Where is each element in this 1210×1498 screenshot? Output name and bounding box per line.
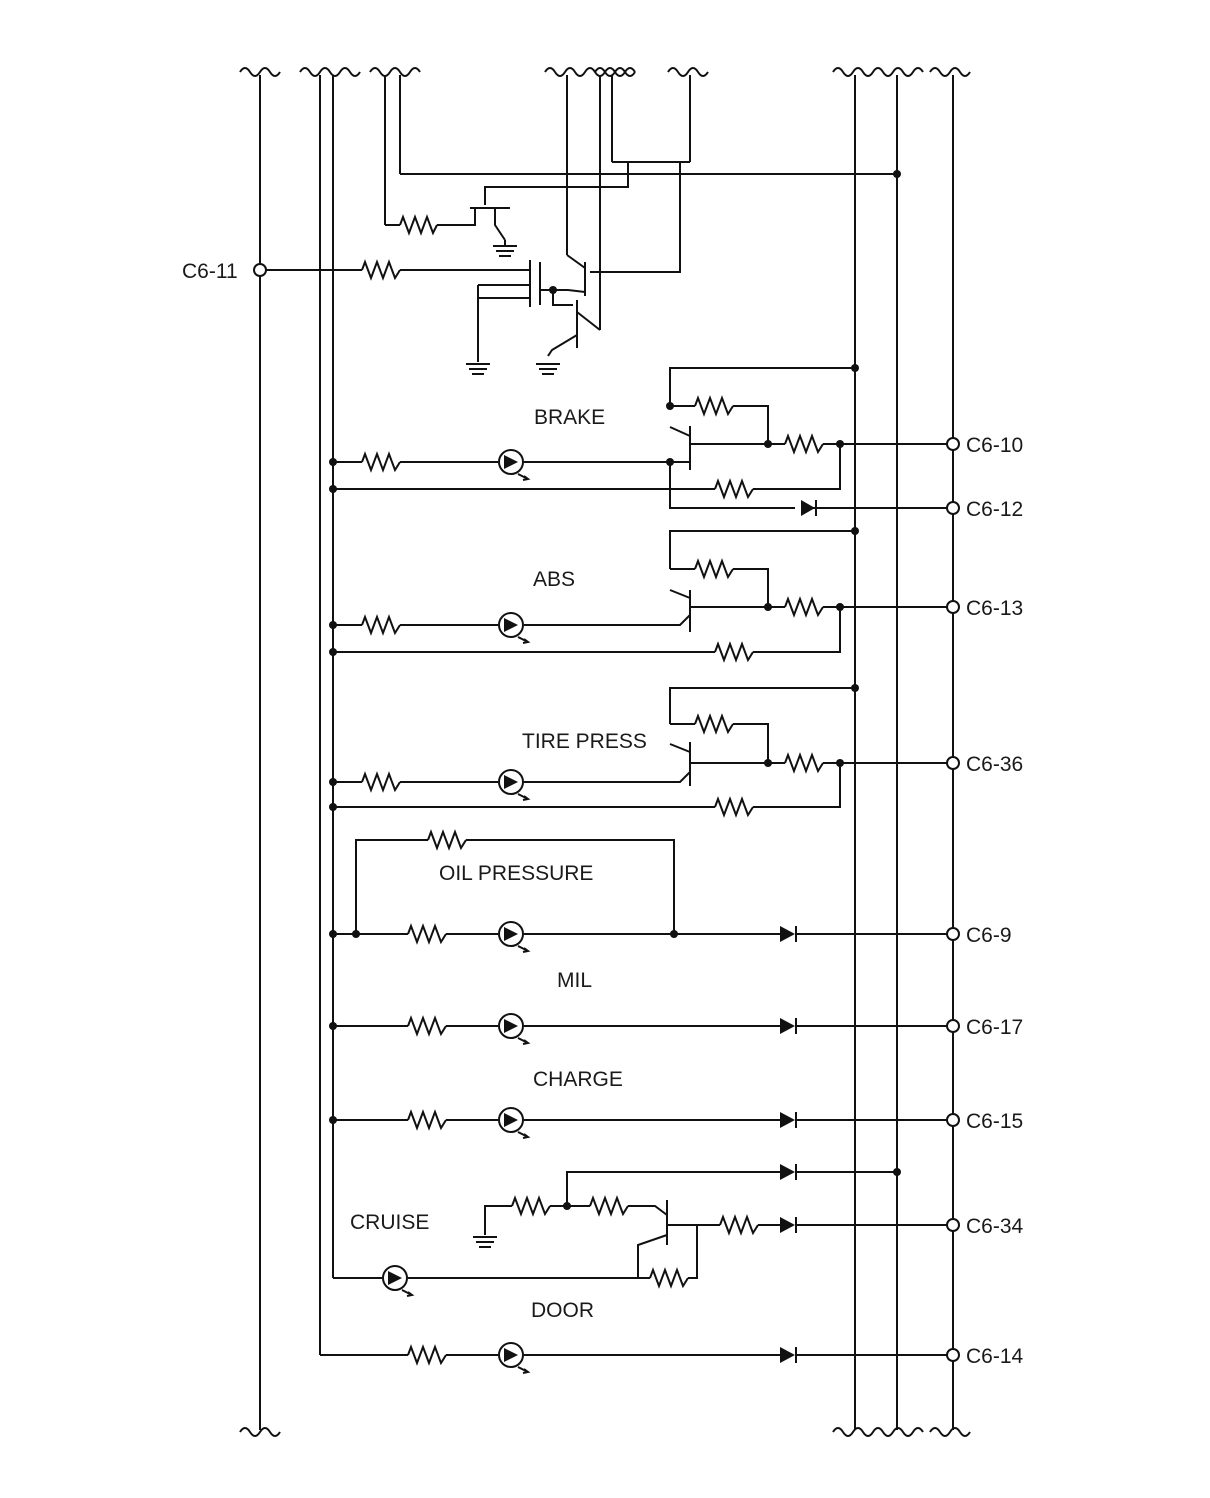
indicator-labels: BRAKE ABS TIRE PRESS OIL PRESSURE MIL CH… [350, 406, 647, 1322]
driver-circuit [260, 161, 901, 375]
mil-circuit [329, 1013, 953, 1045]
terminal-c6-14 [946, 1348, 960, 1362]
terminal-c6-12 [946, 501, 960, 515]
terminal-label-c6-15: C6-15 [966, 1110, 1023, 1133]
terminal-label-c6-17: C6-17 [966, 1016, 1023, 1039]
terminal-label-c6-11: C6-11 [182, 260, 238, 283]
brake-circuit [329, 364, 953, 516]
label-cruise: CRUISE [350, 1211, 429, 1234]
terminal-label-c6-13: C6-13 [966, 597, 1023, 620]
terminal-c6-15 [946, 1113, 960, 1127]
terminal-c6-34 [946, 1218, 960, 1232]
label-door: DOOR [531, 1299, 594, 1322]
terminal-c6-36 [946, 756, 960, 770]
terminal-labels: C6-11 C6-10 C6-12 C6-13 C6-36 C6-9 C6-17… [182, 260, 1024, 1368]
label-brake: BRAKE [534, 406, 605, 429]
connector-terminals [253, 263, 960, 1362]
cruise-circuit [333, 1164, 953, 1297]
tire-press-circuit [329, 684, 953, 818]
terminal-c6-10 [946, 437, 960, 451]
terminal-label-c6-36: C6-36 [966, 753, 1023, 776]
bus-lines [259, 75, 954, 1430]
break-marks [239, 67, 971, 1437]
label-charge: CHARGE [533, 1068, 623, 1091]
label-oil-pressure: OIL PRESSURE [439, 862, 593, 885]
abs-circuit [329, 527, 953, 663]
terminal-label-c6-9: C6-9 [966, 924, 1012, 947]
terminal-label-c6-14: C6-14 [966, 1345, 1024, 1368]
terminal-c6-9 [946, 927, 960, 941]
oil-pressure-circuit [329, 829, 953, 953]
door-circuit [320, 1342, 953, 1374]
label-tire-press: TIRE PRESS [522, 730, 647, 753]
label-mil: MIL [557, 969, 592, 992]
terminal-c6-13 [946, 600, 960, 614]
label-abs: ABS [533, 568, 575, 591]
charge-circuit [329, 1107, 953, 1139]
terminal-label-c6-12: C6-12 [966, 498, 1023, 521]
terminal-c6-11 [253, 263, 267, 277]
terminal-label-c6-34: C6-34 [966, 1215, 1024, 1238]
terminal-label-c6-10: C6-10 [966, 434, 1023, 457]
terminal-c6-17 [946, 1019, 960, 1033]
